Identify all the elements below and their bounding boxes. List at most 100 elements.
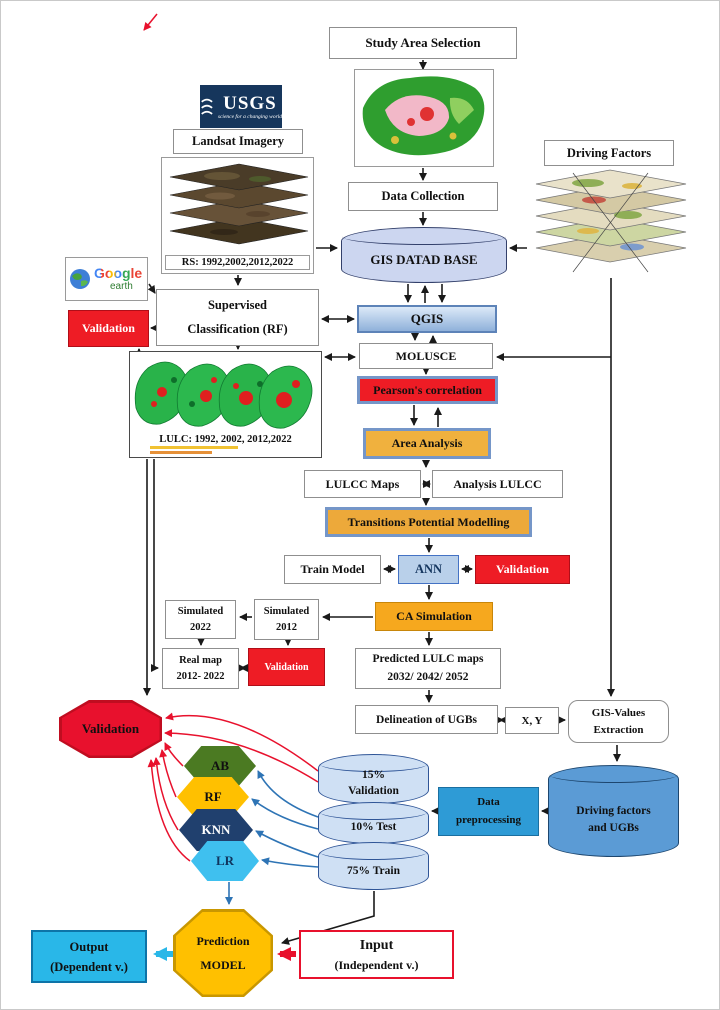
validation-box-ann: Validation (475, 555, 570, 584)
transitions-modelling-label: Transitions Potential Modelling (347, 514, 510, 529)
predicted-lulc-box: Predicted LULC maps 2032/ 2042/ 2052 (355, 648, 501, 689)
delineation-ugbs-box: Delineation of UGBs (355, 705, 498, 734)
molusce-label: MOLUSCE (395, 348, 457, 363)
input-line1: Input (359, 938, 394, 953)
data-preprocessing-line1: Data (477, 795, 500, 808)
google-earth-label: earth (110, 281, 133, 293)
output-line2: (Dependent v.) (50, 959, 128, 974)
lulc-legend-strip-1 (150, 446, 238, 449)
gis-database-label: GIS DATAD BASE (370, 252, 478, 267)
delineation-ugbs-label: Delineation of UGBs (376, 713, 477, 726)
lulcc-maps-box: LULCC Maps (304, 470, 421, 498)
qgis-label: QGIS (410, 311, 444, 326)
usgs-label: USGS (223, 92, 277, 114)
real-map-box: Real map 2012- 2022 (162, 648, 239, 689)
study-area-selection-box: Study Area Selection (329, 27, 517, 59)
data-collection-box: Data Collection (348, 182, 498, 211)
usgs-tagline: science for a changing world (217, 113, 282, 120)
landsat-tiles-image (169, 163, 309, 245)
lulc-years-label: LULC: 1992, 2002, 2012,2022 (159, 434, 292, 445)
output-box: Output (Dependent v.) (31, 930, 147, 983)
simulated-2012-line1: Simulated (263, 605, 310, 617)
real-map-line1: Real map (179, 654, 222, 666)
data-preprocessing-line2: preprocessing (456, 813, 521, 826)
model-rf-label: RF (204, 789, 222, 804)
analysis-lulcc-box: Analysis LULCC (432, 470, 563, 498)
globe-icon (70, 269, 90, 289)
xy-label: X, Y (521, 714, 543, 727)
blue-arrows (225, 770, 319, 905)
data-collection-label: Data Collection (381, 189, 465, 203)
validation-octagon-inner: Validation (61, 702, 160, 756)
area-analysis-label: Area Analysis (391, 436, 463, 450)
google-text-block: Google earth (94, 264, 143, 293)
driving-factors-label: Driving Factors (566, 145, 652, 160)
split-train-label: 75% Train (347, 864, 400, 877)
gis-values-extraction-box: GIS-Values Extraction (568, 700, 669, 743)
prediction-line1: Prediction (196, 934, 250, 948)
input-box: Input (Independent v.) (299, 930, 454, 979)
study-area-selection-label: Study Area Selection (365, 35, 481, 50)
study-area-map-image (355, 70, 493, 166)
validation-octagon: Validation (59, 700, 162, 758)
prediction-model-octagon: Prediction MODEL (173, 909, 273, 997)
validation-box-small: Validation (248, 648, 325, 686)
analysis-lulcc-label: Analysis LULCC (453, 476, 542, 491)
gis-values-line2: Extraction (593, 723, 644, 736)
supervised-classification-box: Supervised Classification (RF) (156, 289, 319, 346)
lulc-map-shapes (134, 361, 313, 429)
red-arrows (143, 13, 319, 862)
split-validation-cylinder: 15% Validation (318, 754, 429, 804)
train-model-label: Train Model (300, 562, 365, 576)
driving-ugbs-line2: and UGBs (588, 822, 639, 834)
google-label: Google (94, 264, 143, 281)
model-hexagon-lr: LR (191, 841, 259, 881)
predicted-lulc-line1: Predicted LULC maps (372, 653, 484, 666)
rs-years-label: RS: 1992,2002,2012,2022 (165, 255, 310, 270)
data-preprocessing-box: Data preprocessing (438, 787, 539, 836)
simulated-2022-line2: 2022 (190, 621, 211, 633)
ann-box: ANN (398, 555, 459, 584)
xy-box: X, Y (505, 707, 559, 734)
driving-ugbs-cylinder: Driving factors and UGBs (548, 765, 679, 857)
google-earth-logo: Google earth (65, 257, 148, 301)
pearsons-correlation-label: Pearson's correlation (373, 382, 482, 397)
driving-ugbs-line1: Driving factors (576, 804, 651, 817)
split-validation-line1: 15% (362, 768, 385, 781)
train-model-box: Train Model (284, 555, 381, 584)
split-train-cylinder: 75% Train (318, 842, 429, 890)
landsat-imagery-label: Landsat Imagery (191, 134, 285, 148)
transitions-modelling-box: Transitions Potential Modelling (325, 507, 532, 537)
lulc-legend-strip-2 (150, 451, 212, 454)
ca-simulation-box: CA Simulation (375, 602, 493, 631)
driving-factors-stack (528, 167, 693, 277)
ann-label: ANN (414, 562, 443, 576)
simulated-2022-box: Simulated 2022 (165, 600, 236, 639)
qgis-box: QGIS (357, 305, 497, 333)
split-test-cylinder: 10% Test (318, 802, 429, 844)
split-validation-line2: Validation (348, 785, 399, 797)
model-ab-label: AB (210, 758, 230, 773)
gis-database-cylinder: GIS DATAD BASE (341, 227, 507, 283)
predicted-lulc-line2: 2032/ 2042/ 2052 (387, 670, 469, 683)
supervised-classification-line1: Supervised (207, 297, 268, 312)
lulc-maps-box: LULC: 1992, 2002, 2012,2022 (129, 351, 322, 458)
area-analysis-box: Area Analysis (363, 428, 491, 459)
usgs-logo: USGS science for a changing world (200, 85, 282, 128)
simulated-2022-line1: Simulated (177, 605, 224, 617)
prediction-line2: MODEL (200, 958, 246, 972)
real-map-line2: 2012- 2022 (176, 670, 225, 682)
study-area-map (354, 69, 494, 167)
validation-ann-label: Validation (496, 562, 549, 576)
ca-simulation-label: CA Simulation (396, 609, 472, 623)
black-arrows (135, 60, 621, 945)
landsat-imagery-box: Landsat Imagery (173, 129, 303, 154)
validation-small-label: Validation (264, 661, 309, 673)
supervised-classification-line2: Classification (RF) (187, 321, 288, 336)
model-knn-label: KNN (201, 822, 231, 837)
usgs-wave-icon (201, 98, 213, 115)
model-lr-label: LR (215, 853, 235, 868)
prediction-model-inner: Prediction MODEL (175, 911, 271, 995)
split-test-label: 10% Test (350, 821, 397, 833)
